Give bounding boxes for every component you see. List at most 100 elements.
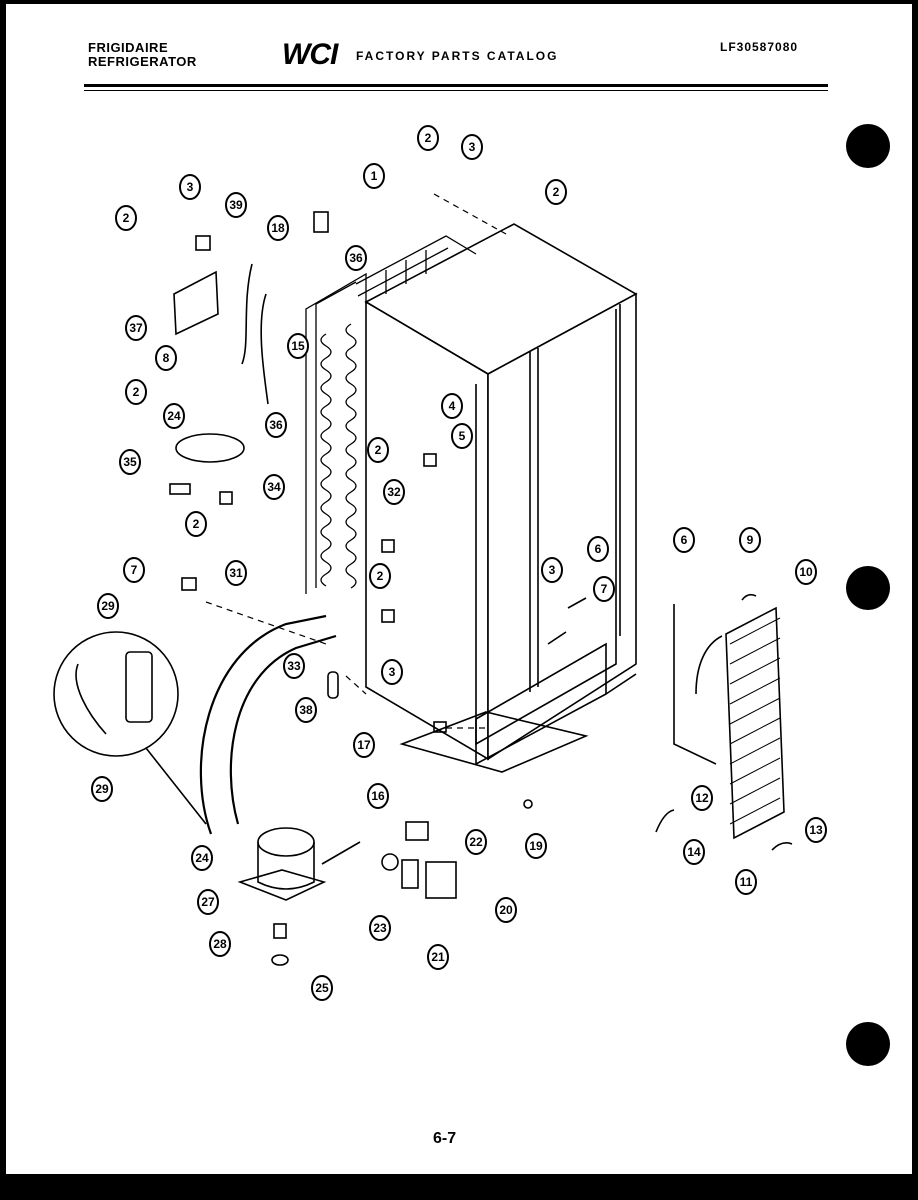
callout-bubble: [795, 559, 817, 585]
callout-label: 34: [267, 480, 281, 494]
callout-label: 2: [425, 131, 432, 145]
callout-36: 36: [265, 412, 287, 438]
callout-bubble: [417, 125, 439, 151]
evaporator-coil: [673, 604, 785, 840]
callout-bubble: [593, 576, 615, 602]
callout-label: 36: [269, 418, 283, 432]
callout-21: 21: [427, 944, 449, 970]
callout-bubble: [673, 527, 695, 553]
leader-lines: [205, 193, 507, 729]
callout-38: 38: [295, 697, 317, 723]
callout-bubble: [461, 134, 483, 160]
callout-13: 13: [805, 817, 827, 843]
callout-bubble: [735, 869, 757, 895]
callout-label: 29: [101, 599, 115, 613]
brand-line-2: REFRIGERATOR: [88, 54, 197, 69]
callout-bubble: [155, 345, 177, 371]
callout-label: 14: [687, 845, 701, 859]
callout-36: 36: [345, 245, 367, 271]
callout-label: 9: [747, 533, 754, 547]
callout-bubble: [427, 944, 449, 970]
callout-bubble: [465, 829, 487, 855]
binder-hole-middle: [846, 566, 890, 610]
callout-bubble: [163, 403, 185, 429]
callout-bubble: [91, 776, 113, 802]
callout-bubble: [267, 215, 289, 241]
callout-bubble: [123, 557, 145, 583]
callout-label: 6: [595, 542, 602, 556]
callout-label: 15: [291, 339, 305, 353]
callout-2: 2: [545, 179, 567, 205]
callout-label: 24: [167, 409, 181, 423]
callout-bubble: [691, 785, 713, 811]
callout-14: 14: [683, 839, 705, 865]
callout-29: 29: [91, 776, 113, 802]
callout-bubble: [451, 423, 473, 449]
callout-bubble: [265, 412, 287, 438]
callout-16: 16: [367, 783, 389, 809]
callout-29: 29: [97, 593, 119, 619]
callout-label: 7: [601, 582, 608, 596]
callout-label: 28: [213, 937, 227, 951]
callout-39: 39: [225, 192, 247, 218]
callout-bubble: [587, 536, 609, 562]
callout-label: 11: [740, 875, 753, 889]
callout-bubble: [263, 474, 285, 500]
relay-overload: [321, 821, 457, 899]
callout-17: 17: [353, 732, 375, 758]
callout-label: 22: [469, 835, 483, 849]
callout-18: 18: [267, 215, 289, 241]
callout-bubble: [295, 697, 317, 723]
callout-bubble: [97, 593, 119, 619]
callout-bubble: [225, 560, 247, 586]
callout-7: 7: [593, 576, 615, 602]
callout-19: 19: [525, 833, 547, 859]
callout-label: 24: [195, 851, 209, 865]
compressor: [237, 827, 327, 966]
callout-22: 22: [465, 829, 487, 855]
callout-bubble: [739, 527, 761, 553]
callout-2: 2: [185, 511, 207, 537]
wci-logo: WCI: [282, 38, 338, 71]
callout-bubble: [363, 163, 385, 189]
callout-bubble: [197, 889, 219, 915]
callout-20: 20: [495, 897, 517, 923]
callout-label: 3: [187, 180, 194, 194]
small-parts: [169, 211, 793, 851]
callout-label: 31: [229, 566, 243, 580]
callout-bubble: [525, 833, 547, 859]
callout-label: 8: [163, 351, 170, 365]
suction-tube: [199, 614, 327, 835]
callout-label: 3: [389, 665, 396, 679]
callout-label: 32: [387, 485, 401, 499]
callout-label: 20: [499, 903, 513, 917]
binder-hole-bottom: [846, 1022, 890, 1066]
callout-bubble: [545, 179, 567, 205]
callout-24: 24: [191, 845, 213, 871]
parts-catalog-page: FRIGIDAIRE REFRIGERATOR WCI FACTORY PART…: [6, 4, 912, 1174]
callout-label: 1: [371, 169, 378, 183]
callout-label: 3: [469, 140, 476, 154]
callout-11: 11: [735, 869, 757, 895]
exploded-parts-diagram: 1232233918363781522436354523223473123333…: [53, 125, 827, 1001]
callout-3: 3: [541, 557, 563, 583]
callout-6: 6: [673, 527, 695, 553]
callout-15: 15: [287, 333, 309, 359]
callout-bubble: [125, 379, 147, 405]
catalog-title: FACTORY PARTS CATALOG: [356, 49, 559, 63]
callout-bubble: [381, 659, 403, 685]
callout-label: 21: [431, 950, 445, 964]
callout-label: 3: [549, 563, 556, 577]
callout-label: 5: [459, 429, 466, 443]
callout-bubble: [287, 333, 309, 359]
callout-label: 12: [695, 791, 709, 805]
callout-bubble: [345, 245, 367, 271]
callout-label: 13: [809, 823, 823, 837]
callout-label: 2: [375, 443, 382, 457]
detail-circle: [53, 631, 207, 825]
callout-bubble: [367, 437, 389, 463]
callout-32: 32: [383, 479, 405, 505]
callout-2: 2: [367, 437, 389, 463]
callout-3: 3: [461, 134, 483, 160]
callout-label: 2: [133, 385, 140, 399]
